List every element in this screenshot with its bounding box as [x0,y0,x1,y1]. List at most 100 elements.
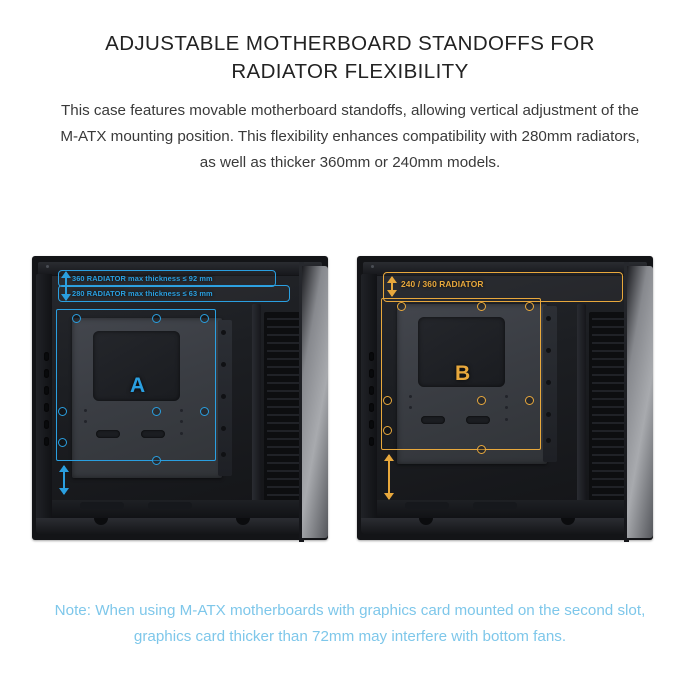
case-detail [267,382,311,384]
case-detail [267,318,311,320]
case-detail [592,486,636,488]
rear-post-left [252,304,261,516]
bottom-fan-slot [405,502,449,509]
case-detail [96,430,120,438]
case-detail [592,398,636,400]
case-panel-b: 240 / 360 RADIATOR B [350,248,675,560]
case-interior [377,276,647,516]
pc-case-image-b: 240 / 360 RADIATOR B [355,252,669,552]
case-detail [267,358,311,360]
case-detail [409,406,412,410]
case-panels-row: 360 RADIATOR max thickness ≤ 92 mm 280 R… [0,248,700,560]
case-detail [267,326,311,328]
case-detail [546,412,551,417]
case-detail [44,437,49,446]
case-detail [267,374,311,376]
case-detail [44,369,49,378]
case-detail [592,358,636,360]
case-detail [369,386,374,395]
page-title: ADJUSTABLE MOTHERBOARD STANDOFFS FOR RAD… [105,32,595,83]
case-detail [369,369,374,378]
case-detail [369,403,374,412]
case-detail [561,518,575,525]
case-detail [505,417,508,421]
case-detail [369,420,374,429]
case-detail [592,326,636,328]
case-detail [221,452,226,457]
case-detail [84,409,87,413]
case-detail [369,437,374,446]
case-detail [546,438,551,443]
case-detail [267,438,311,440]
case-detail [592,334,636,336]
case-detail [94,518,108,525]
case-front-vents [44,352,52,460]
case-shell [357,256,653,542]
case-detail [505,395,508,399]
io-expansion-column [218,320,232,476]
bottom-fan-slot [148,502,192,509]
case-detail [267,398,311,400]
case-front-column [361,274,377,526]
case-detail [267,422,311,424]
case-detail [141,430,165,438]
case-detail [592,406,636,408]
case-detail [592,462,636,464]
cpu-cooler-block [418,316,505,388]
case-glass-edge [299,262,304,542]
case-detail [44,352,49,361]
case-side-glass [302,266,328,538]
case-detail [236,518,250,525]
case-detail [267,478,311,480]
case-detail [221,426,226,431]
case-detail [180,431,183,435]
case-shell [32,256,328,542]
case-detail [592,470,636,472]
case-panel-a: 360 RADIATOR max thickness ≤ 92 mm 280 R… [25,248,350,560]
case-detail [221,330,226,335]
case-detail [592,318,636,320]
case-detail [267,454,311,456]
pc-case-image-a: 360 RADIATOR max thickness ≤ 92 mm 280 R… [30,252,344,552]
case-side-glass [627,266,653,538]
case-detail [267,486,311,488]
case-detail [419,518,433,525]
case-detail [592,454,636,456]
case-front-column [36,274,52,526]
case-detail [546,380,551,385]
bottom-fan-slot [473,502,517,509]
case-detail [592,390,636,392]
case-detail [592,438,636,440]
case-top-bar [363,262,647,275]
case-detail [592,422,636,424]
case-interior [52,276,322,516]
case-detail [466,416,490,424]
case-detail [421,416,445,424]
rear-post-left [577,304,586,516]
page-description: This case features movable motherboard s… [60,102,640,171]
io-expansion-column [543,306,557,462]
case-base [36,518,328,534]
case-detail [84,420,87,424]
case-front-vents [369,352,377,460]
case-detail [592,494,636,496]
case-detail [592,430,636,432]
case-top-bar [38,262,322,275]
case-detail [592,382,636,384]
case-detail [409,395,412,399]
case-detail [180,420,183,424]
case-detail [267,446,311,448]
case-detail [44,386,49,395]
case-detail [592,478,636,480]
case-detail [267,406,311,408]
case-detail [267,366,311,368]
motherboard-tray-b [397,304,547,464]
case-base [361,518,653,534]
case-detail [267,350,311,352]
case-detail [369,352,374,361]
case-detail [592,414,636,416]
case-detail [221,362,226,367]
case-glass-edge [624,262,629,542]
case-detail [267,342,311,344]
case-detail [267,334,311,336]
